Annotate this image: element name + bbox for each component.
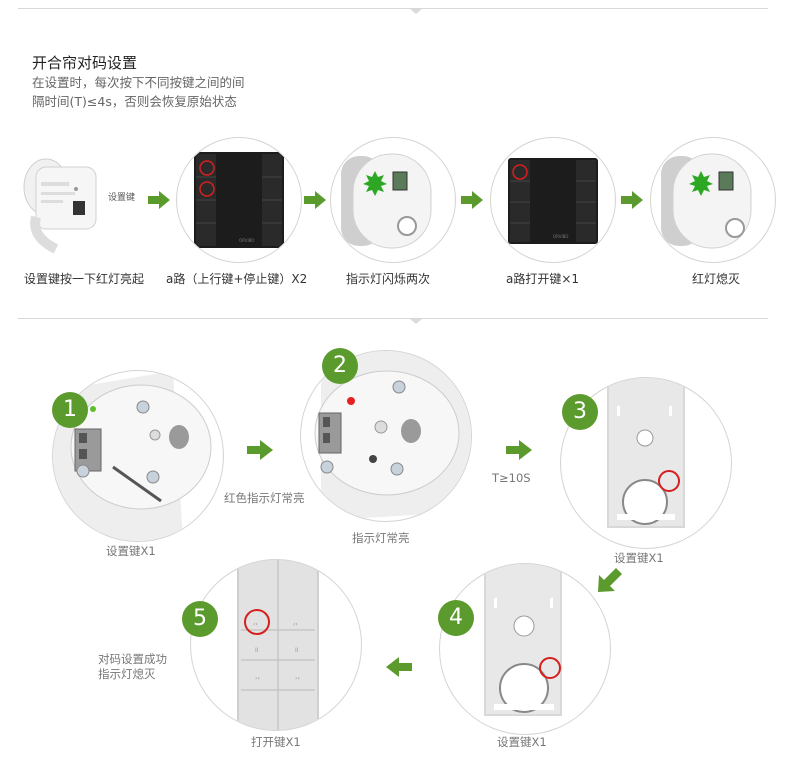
step3-label: 指示灯闪烁两次: [346, 272, 431, 286]
middle-divider: [18, 318, 768, 319]
flow-arrow-icon: [461, 191, 483, 209]
step1-motor-image: [16, 137, 140, 261]
description-line-1: 在设置时，每次按下不同按键之间的间: [32, 75, 245, 90]
flow-arrow-icon: [621, 191, 643, 209]
step2-panel-image: ORVIBO: [176, 137, 302, 263]
step5-label: 红灯熄灭: [692, 272, 741, 286]
flow-arrow-icon: [304, 191, 326, 209]
s2-step1-label: 设置键X1: [106, 544, 156, 558]
svg-text:II: II: [295, 647, 299, 654]
s2-step2-image: [300, 350, 472, 522]
s2-step5-image: ‹› ‹› II II ›‹ ›‹: [190, 559, 362, 731]
step4-panel-image: ORVIBO: [490, 137, 616, 263]
step-number-badge: 4: [438, 600, 474, 636]
middle-divider-notch: [409, 318, 423, 324]
s2-step3-label: 设置键X1: [614, 551, 664, 565]
step5-motor-end-image: [650, 137, 776, 263]
svg-text:›‹: ›‹: [255, 675, 260, 682]
svg-text:ORVIBO: ORVIBO: [553, 234, 568, 239]
step-number-badge: 3: [562, 394, 598, 430]
s2-step5-label: 打开键X1: [251, 735, 301, 749]
step1-label: 设置键按一下红灯亮起: [24, 272, 145, 286]
arrow-note-time: T≥10S: [492, 471, 531, 485]
step-number-badge: 5: [182, 601, 218, 637]
step4-label: a路打开键×1: [506, 272, 580, 286]
s2-step2-label: 指示灯常亮: [352, 531, 410, 545]
svg-text:ORVIBO: ORVIBO: [239, 238, 254, 243]
s2-step4-label: 设置键X1: [497, 735, 547, 749]
step-number-badge: 2: [322, 348, 358, 384]
flow-arrow-left-icon: [386, 657, 412, 677]
description-line-2: 隔时间(T)≤4s，否则会恢复原始状态: [32, 94, 237, 109]
flow-arrow-icon: [506, 440, 532, 460]
s2-step4-image: [439, 563, 611, 735]
page-title: 开合帘对码设置: [32, 54, 138, 72]
diagonal-flow-arrow-icon: [596, 568, 622, 594]
step-number-badge: 1: [52, 392, 88, 428]
top-divider: [18, 8, 768, 9]
top-divider-notch: [409, 8, 423, 14]
step3-motor-end-image: [330, 137, 456, 263]
setting-key-callout: 设置键: [108, 193, 136, 203]
final-note-line-2: 指示灯熄灭: [98, 667, 156, 681]
arrow-note-red-light: 红色指示灯常亮: [224, 491, 305, 505]
flow-arrow-icon: [247, 440, 273, 460]
svg-text:‹›: ‹›: [293, 621, 298, 628]
step2-label: a路（上行键+停止键）X2: [166, 272, 308, 286]
svg-text:‹›: ‹›: [253, 621, 258, 628]
svg-text:II: II: [255, 647, 259, 654]
s2-step1-image: [52, 370, 224, 542]
svg-text:›‹: ›‹: [295, 675, 300, 682]
flow-arrow-icon: [148, 191, 170, 209]
final-note-line-1: 对码设置成功: [98, 652, 167, 666]
